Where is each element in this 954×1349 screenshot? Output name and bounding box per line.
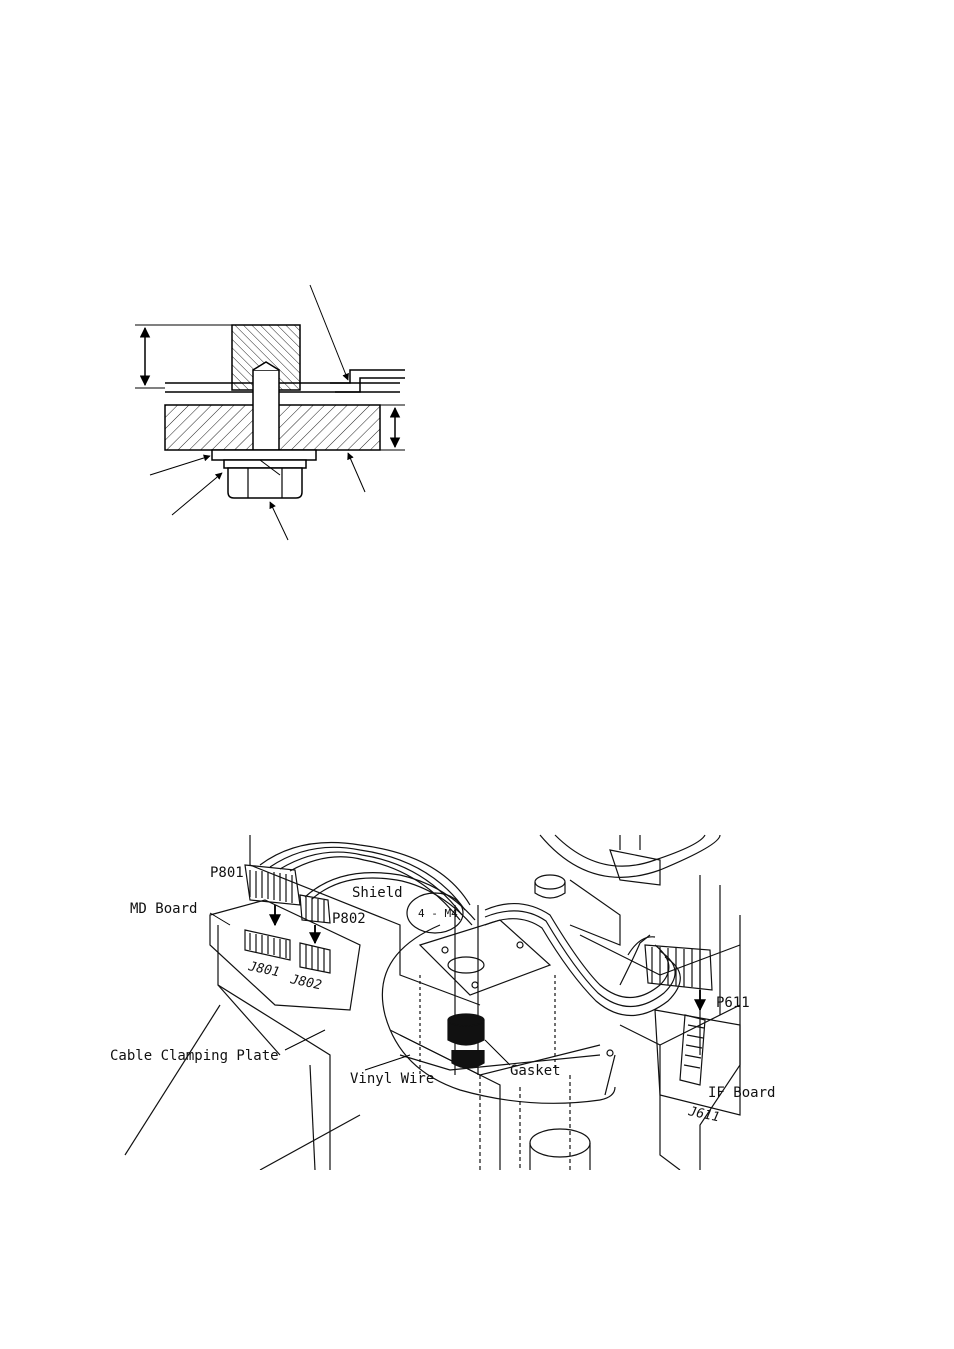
gasket (447, 1020, 485, 1046)
pointer-arrow-washer (149, 454, 211, 476)
md-board-outline (209, 899, 361, 1011)
label-vinyl-wire: Vinyl Wire (350, 1071, 434, 1087)
shield (406, 892, 464, 934)
j802-connector (299, 942, 331, 974)
pointer-arrow-nut (269, 501, 289, 541)
plate-bend-lower (335, 377, 405, 393)
chassis-edge-left (249, 835, 481, 1006)
vertical-cable (454, 905, 479, 1075)
wire-bundle-p801 (259, 841, 471, 906)
wire-bundle-p802 (304, 872, 476, 921)
pointer-arrow-board (347, 452, 366, 493)
cable-routing-diagram: P801 P802 MD Board J801 J802 Shield 4 - … (110, 834, 775, 1170)
label-p611: P611 (716, 995, 750, 1011)
label-cable-clamping-plate: Cable Clamping Plate (110, 1048, 279, 1064)
knob (534, 874, 566, 890)
label-shield: Shield (352, 885, 403, 901)
label-p801: P801 (210, 865, 244, 881)
label-j801: J801 (246, 959, 281, 980)
label-if-board: IF Board (708, 1085, 775, 1101)
pointer-arrow-lock-washer (171, 472, 223, 516)
label-j611: J611 (686, 1104, 721, 1125)
washer (211, 449, 317, 461)
motor-cylinder (539, 834, 721, 878)
pointer-arrow-plate (309, 284, 349, 381)
label-4-m4: 4 - M4 (418, 907, 458, 920)
j801-connector (244, 929, 291, 961)
p801-plug (244, 864, 301, 906)
nut (227, 467, 303, 499)
label-gasket: Gasket (510, 1063, 561, 1079)
bottom-cylinder (529, 1128, 591, 1158)
bolt-cross-section-diagram (135, 284, 405, 541)
chassis-wall-left (217, 925, 331, 1170)
bolt-shaft (252, 369, 280, 451)
bolt-tip (252, 361, 280, 371)
label-md-board: MD Board (130, 901, 197, 917)
chassis-lower-left-edge (124, 1004, 221, 1156)
vinyl-wire-loop (381, 924, 601, 1104)
if-board-outline (654, 1009, 741, 1116)
label-j802: J802 (288, 972, 323, 993)
label-p802: P802 (332, 911, 366, 927)
wire-bundle-p611 (484, 902, 670, 998)
plate-bend (330, 369, 405, 384)
j611-connector (679, 1014, 706, 1086)
cable-clamping-plate (418, 919, 552, 996)
p802-plug (299, 894, 331, 924)
p611-plug (644, 944, 713, 991)
